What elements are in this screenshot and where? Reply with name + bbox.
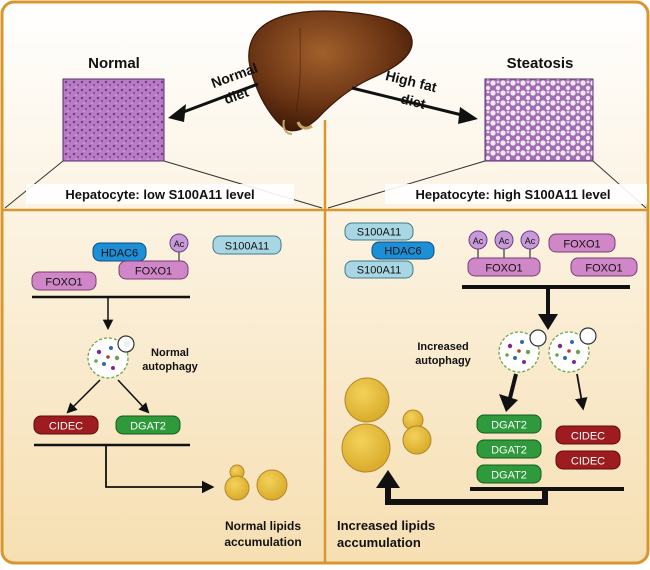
- left-dgat2-label: DGAT2: [130, 421, 166, 433]
- right-autophagosome-2: [548, 327, 597, 373]
- right-dgat2-pill-1: [476, 414, 542, 434]
- right-dgat2-pill-3: [476, 464, 542, 484]
- left-foxo1-acetylated-label: FOXO1: [135, 266, 172, 278]
- left-lipids-label-2: accumulation: [224, 535, 301, 549]
- right-arrow-to-cidec: [575, 373, 588, 411]
- right-arrow-to-dgat2: [499, 373, 518, 412]
- left-acetyl-label: Ac: [174, 239, 185, 249]
- right-hdac6-label: HDAC6: [384, 246, 421, 258]
- liver-illustration: [248, 10, 413, 135]
- right-acetyl-circle-1: [468, 230, 488, 250]
- right-foxo1-a-pill: [548, 233, 616, 253]
- right-dgat2-label-2: DGAT2: [491, 445, 527, 457]
- left-foxo1-acetylated-pill: [118, 260, 189, 280]
- right-foxo1-b-pill: [570, 257, 638, 277]
- right-s100a11-top-label: S100A11: [357, 227, 401, 239]
- left-arrow-to-cidec: [66, 379, 101, 414]
- right-cidec-pill-2: [555, 450, 621, 470]
- left-cidec-pill: [33, 415, 99, 435]
- right-foxo1-a-label: FOXO1: [563, 239, 600, 251]
- left-autophagy-label-2: autophagy: [142, 361, 198, 373]
- right-dgat2-label-3: DGAT2: [491, 470, 527, 482]
- left-hdac6-label: HDAC6: [101, 248, 138, 260]
- right-caption: Hepatocyte: high S100A11 level: [415, 187, 610, 202]
- right-lipid-droplets: [341, 377, 432, 473]
- right-cidec-pill-1: [555, 425, 621, 445]
- right-lipids-label-2: accumulation: [337, 535, 421, 550]
- left-arrow-to-dgat2: [117, 379, 150, 414]
- right-foxo1-acetylated-label: FOXO1: [485, 263, 522, 275]
- right-caption-bg: [385, 184, 647, 204]
- left-autophagosome: [87, 335, 135, 379]
- right-s100a11-bottom-pill: [344, 260, 414, 279]
- left-dgat2-pill: [115, 415, 181, 435]
- right-acetyl-label-2: Ac: [499, 236, 510, 246]
- high-fat-diet-arrow: [351, 86, 478, 124]
- left-acetyl-circle: [169, 233, 189, 253]
- left-cidec-label: CIDEC: [49, 421, 83, 433]
- left-lipid-droplets: [224, 464, 288, 501]
- right-dgat2-pill-2: [476, 439, 542, 459]
- right-autophagy-label-1: Increased: [417, 341, 468, 353]
- steatosis-histology-image: [484, 78, 594, 162]
- right-acetyl-circle-3: [520, 230, 540, 250]
- right-arrow-to-lipids: [376, 470, 548, 505]
- right-autophagosome-1: [498, 329, 547, 373]
- right-cidec-label-2: CIDEC: [571, 456, 605, 468]
- left-arrow-to-lipids: [105, 445, 215, 494]
- normal-histology-image: [62, 78, 165, 162]
- left-autophagy-label-1: Normal: [151, 347, 189, 359]
- normal-title: Normal: [88, 55, 140, 72]
- right-hdac6-pill: [371, 241, 435, 260]
- right-arrow-to-autophagy: [538, 287, 558, 330]
- normal-diet-arrow: [168, 82, 259, 122]
- right-foxo1-b-label: FOXO1: [585, 263, 622, 275]
- left-foxo1-pill: [31, 271, 97, 291]
- left-lipids-label-1: Normal lipids: [225, 519, 301, 533]
- right-acetyl-label-3: Ac: [525, 236, 536, 246]
- right-foxo1-acetylated-pill: [467, 257, 541, 277]
- right-dgat2-label-1: DGAT2: [491, 420, 527, 432]
- left-caption: Hepatocyte: low S100A11 level: [65, 187, 254, 202]
- left-s100a11-pill: [212, 235, 282, 255]
- right-s100a11-top-pill: [344, 222, 414, 241]
- left-hdac6-pill: [92, 242, 147, 262]
- left-caption-bg: [26, 184, 294, 204]
- right-acetyl-circle-2: [494, 230, 514, 250]
- right-lipids-label-1: Increased lipids: [337, 518, 435, 533]
- left-foxo1-label: FOXO1: [45, 277, 82, 289]
- steatosis-title: Steatosis: [507, 55, 574, 72]
- right-autophagy-label-2: autophagy: [415, 355, 471, 367]
- right-cidec-label-1: CIDEC: [571, 431, 605, 443]
- high-fat-diet-label-2: diet: [399, 90, 427, 112]
- right-acetyl-label-1: Ac: [473, 236, 484, 246]
- right-s100a11-bottom-label: S100A11: [357, 265, 401, 277]
- left-s100a11-label: S100A11: [225, 241, 269, 253]
